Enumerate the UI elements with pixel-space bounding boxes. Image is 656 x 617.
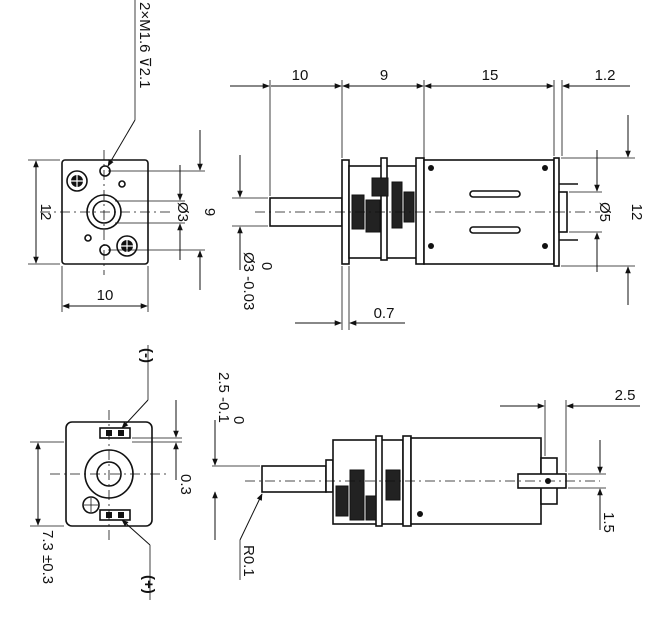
gearbox-length-label: 9 xyxy=(380,67,388,84)
shaft-length-label: 10 xyxy=(292,67,309,84)
front-view: 12 10 9 Ø3 2×M1.6 ⊽2.1 xyxy=(28,0,218,312)
terminal-negative xyxy=(99,427,131,439)
side-gear-plate xyxy=(380,157,388,261)
terminal-height-label: 7.3 ±0.3 xyxy=(39,530,56,584)
bottom-gears xyxy=(335,469,401,521)
bottom-shaft xyxy=(261,465,327,493)
radius-label: R0.1 xyxy=(240,545,257,577)
terminal-positive xyxy=(99,509,131,521)
bottom-side-view: 0 2.5 -0.1 R0.1 2.5 1.5 xyxy=(212,372,640,580)
flat-tol-upper: 0 xyxy=(230,416,247,424)
negative-label: (-) xyxy=(138,348,155,363)
side-rear-plate xyxy=(415,157,425,265)
motor-slot-top xyxy=(469,190,521,198)
front-width-label: 10 xyxy=(97,287,114,304)
front-height-label: 12 xyxy=(37,204,54,221)
motor-length-label: 15 xyxy=(482,67,499,84)
small-hole-bottom xyxy=(84,234,92,242)
boss-diameter-label: Ø5 xyxy=(596,202,613,222)
side-view: 10 9 15 1.2 0 Ø3 -0.03 0.7 Ø5 12 xyxy=(230,67,645,330)
small-hole-top xyxy=(118,180,126,188)
front-shaft-diameter-label: Ø3 xyxy=(174,202,191,222)
bolt-spacing-label: 9 xyxy=(201,208,218,216)
end-cap-label: 1.2 xyxy=(595,67,616,84)
bottom-front-plate xyxy=(325,459,334,493)
shaft-tol-upper: 0 xyxy=(258,262,275,270)
terminal-view: (-) (+) 7.3 ±0.3 0.3 xyxy=(30,345,194,600)
positive-label: (+) xyxy=(140,575,157,594)
motor-slot-bottom xyxy=(469,226,521,234)
terminal-length-label: 2.5 xyxy=(615,387,636,404)
screw-head-top xyxy=(66,170,88,192)
terminal-offset-label: 0.3 xyxy=(177,474,194,495)
screws-callout: 2×M1.6 ⊽2.1 xyxy=(136,2,153,88)
screw-head-bottom xyxy=(116,235,138,257)
terminal-width-label: 1.5 xyxy=(600,512,617,533)
shaft-tol-label: Ø3 -0.03 xyxy=(240,252,257,310)
flat-tol-label: 2.5 -0.1 xyxy=(215,372,232,423)
flange-thickness-label: 0.7 xyxy=(374,305,395,322)
side-height-label: 12 xyxy=(628,204,645,221)
